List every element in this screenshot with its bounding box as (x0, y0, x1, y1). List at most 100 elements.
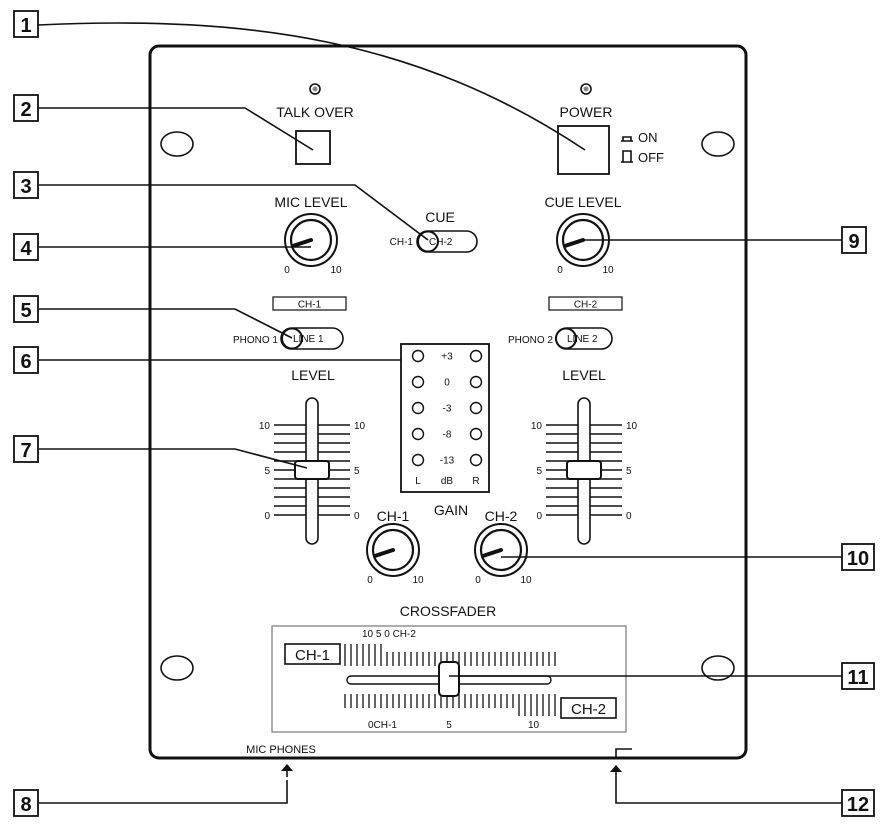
gain-ch2-max: 10 (520, 575, 532, 586)
fader-scale-label: 5 (536, 466, 542, 477)
level-left-label: LEVEL (291, 367, 335, 383)
fader-scale-label: 0 (536, 511, 542, 522)
level-right-label: LEVEL (562, 367, 606, 383)
mounting-hole-top-right (701, 131, 735, 157)
gain-ch1-knob[interactable] (366, 523, 420, 577)
callout-5: 5 (20, 300, 31, 322)
ch2-input-switch-knob[interactable] (555, 327, 577, 350)
crossfader-label: CROSSFADER (400, 603, 496, 619)
cue-level-label: CUE LEVEL (544, 194, 621, 210)
gain-label: GAIN (434, 502, 468, 518)
mounting-hole-bottom-left (160, 655, 194, 681)
ch1-label: CH-1 (298, 300, 322, 311)
gain-ch1-label: CH-1 (377, 508, 410, 524)
gain-ch1-max: 10 (412, 575, 424, 586)
power-off-label: OFF (638, 150, 664, 165)
gain-ch2-label: CH-2 (485, 508, 518, 524)
fader-scale-label: 10 (626, 421, 638, 432)
fader-scale-label: 0 (354, 511, 360, 522)
callout-6: 6 (20, 351, 31, 373)
phono1-label: PHONO 1 (233, 335, 278, 346)
meter-led-right (469, 427, 483, 441)
ch2-label-box (548, 296, 623, 311)
fader-scale-label: 5 (354, 466, 360, 477)
mic-level-knob-pointer (291, 238, 313, 248)
callout-3: 3 (20, 176, 31, 198)
power-button[interactable] (557, 125, 610, 175)
meter-unit-label: dB (441, 476, 454, 487)
cue-label: CUE (425, 209, 455, 225)
talk-over-indicator (309, 83, 321, 95)
mic-level-label: MIC LEVEL (274, 194, 347, 210)
on-symbol-icon (621, 136, 633, 142)
crossfader-ch2-label: CH-2 (571, 701, 606, 718)
ch1-level-fader: 10 10 5 5 0 0 (259, 397, 366, 545)
phono2-label: PHONO 2 (508, 335, 553, 346)
crossfader-ch1-label: CH-1 (295, 647, 330, 664)
cue-ch2-label: CH-2 (429, 237, 453, 248)
level-meter (400, 343, 490, 493)
fader-knob[interactable] (294, 460, 330, 480)
cue-level-min: 0 (557, 265, 563, 276)
meter-led-right (469, 401, 483, 415)
meter-level-label: 0 (444, 378, 450, 389)
fader-scale-label: 5 (264, 466, 270, 477)
meter-level-label: +3 (441, 352, 453, 363)
power-on-label: ON (638, 130, 658, 145)
crossfader-top-scale: 10 5 0 CH-2 (362, 629, 416, 640)
mic-level-knob[interactable] (284, 213, 338, 267)
callout-8: 8 (20, 794, 31, 816)
gain-ch2-knob-pointer (481, 548, 503, 558)
fader-scale-label: 5 (626, 466, 632, 477)
meter-led-left (411, 401, 425, 415)
ch1-input-switch-knob[interactable] (281, 327, 303, 350)
crossfader-bottom-5: 5 (446, 720, 452, 731)
fader-scale-label: 0 (626, 511, 632, 522)
cue-level-knob-pointer (563, 238, 585, 248)
headphone-jack-bracket (615, 748, 632, 758)
meter-right-label: R (472, 476, 479, 487)
meter-led-right (469, 375, 483, 389)
mic-level-min: 0 (284, 265, 290, 276)
callout-7: 7 (20, 440, 31, 462)
power-indicator (580, 83, 592, 95)
line1-label: LINE 1 (293, 334, 324, 345)
power-label: POWER (560, 104, 613, 120)
ch2-label: CH-2 (574, 300, 598, 311)
fader-scale-label: 10 (259, 421, 271, 432)
gain-ch2-knob[interactable] (474, 523, 528, 577)
gain-ch2-min: 0 (475, 575, 481, 586)
crossfader-knob[interactable] (438, 661, 460, 697)
crossfader-ch1-box (284, 643, 341, 665)
meter-led-left (411, 453, 425, 467)
off-symbol-icon (621, 150, 633, 163)
fader-knob[interactable] (566, 460, 602, 480)
cue-level-max: 10 (602, 265, 614, 276)
cue-ch1-label: CH-1 (390, 237, 414, 248)
talk-over-button[interactable] (295, 130, 331, 165)
gain-ch1-knob-pointer (373, 548, 395, 558)
callout-10: 10 (847, 548, 869, 570)
mic-phones-label: MIC PHONES (246, 744, 316, 756)
mounting-hole-top-left (160, 131, 194, 157)
meter-led-left (411, 427, 425, 441)
callout-12: 12 (847, 794, 869, 816)
line2-label: LINE 2 (567, 334, 598, 345)
meter-led-left (411, 349, 425, 363)
callout-2: 2 (20, 99, 31, 121)
meter-led-right (469, 349, 483, 363)
ch1-label-box (272, 296, 347, 311)
callout-9: 9 (848, 231, 859, 253)
gain-ch1-min: 0 (367, 575, 373, 586)
mounting-hole-bottom-right (701, 655, 735, 681)
callout-4: 4 (20, 238, 32, 260)
fader-scale-label: 0 (264, 511, 270, 522)
meter-left-label: L (415, 476, 421, 487)
fader-scale-label: 10 (354, 421, 366, 432)
crossfader-bottom-10: 10 (528, 720, 540, 731)
callout-1: 1 (20, 15, 31, 37)
meter-level-label: -13 (440, 456, 455, 467)
crossfader-bottom-0ch1: 0CH-1 (368, 720, 397, 731)
